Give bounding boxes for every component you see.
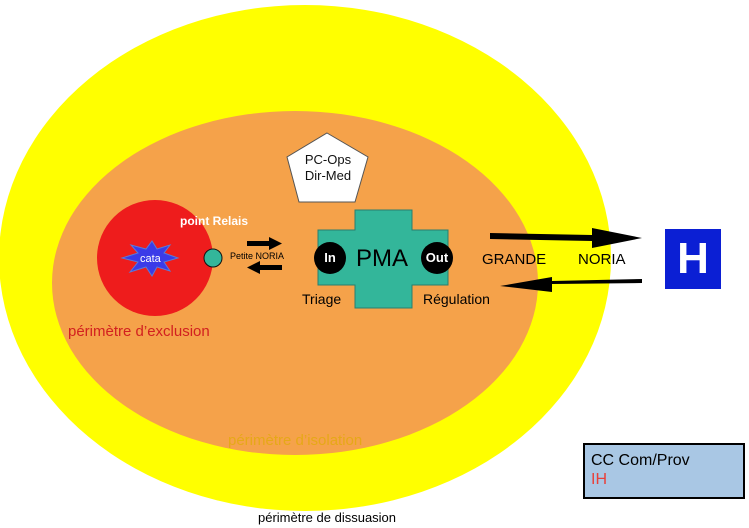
pc-ops-label: PC-Ops xyxy=(304,152,352,167)
point-relais-marker xyxy=(203,248,223,268)
large-arrow-right-icon xyxy=(490,228,642,248)
pma-cross xyxy=(317,209,449,309)
pma-label: PMA xyxy=(356,245,409,272)
small-arrow-right-icon xyxy=(247,237,282,250)
ih-label: IH xyxy=(591,471,607,488)
dissuasion-perimeter-label: périmètre de dissuasion xyxy=(258,510,397,525)
exclusion-perimeter-label: périmètre d’exclusion xyxy=(68,323,210,340)
grande-label: GRANDE xyxy=(482,251,547,268)
petite-noria-label: Petite NORIA xyxy=(230,251,285,261)
cata-star-icon xyxy=(120,240,180,277)
triage-label: Triage xyxy=(302,291,342,307)
pc-ops-pentagon xyxy=(286,132,369,203)
point-relais-label: point Relais xyxy=(180,214,249,228)
in-circle xyxy=(314,242,346,274)
hospital-label: H xyxy=(677,234,709,283)
out-circle xyxy=(421,242,453,274)
isolation-perimeter xyxy=(52,111,538,455)
cata-label: cata xyxy=(140,253,161,265)
out-label: Out xyxy=(425,250,449,265)
cc-com-prov-box: CC Com/Prov IH xyxy=(583,443,745,499)
hospital-box xyxy=(665,229,721,289)
dir-med-label: Dir-Med xyxy=(304,168,352,183)
isolation-perimeter-label: périmètre d’isolation xyxy=(228,432,363,449)
in-label: In xyxy=(324,250,336,265)
grande-noria-arrows xyxy=(490,228,642,292)
noria-label: NORIA xyxy=(578,251,626,268)
petite-noria-arrows xyxy=(247,237,282,274)
large-arrow-left-icon xyxy=(500,277,642,292)
small-arrow-left-icon xyxy=(247,261,282,274)
regulation-label: Régulation xyxy=(423,291,490,307)
cc-com-prov-label: CC Com/Prov xyxy=(591,452,690,469)
